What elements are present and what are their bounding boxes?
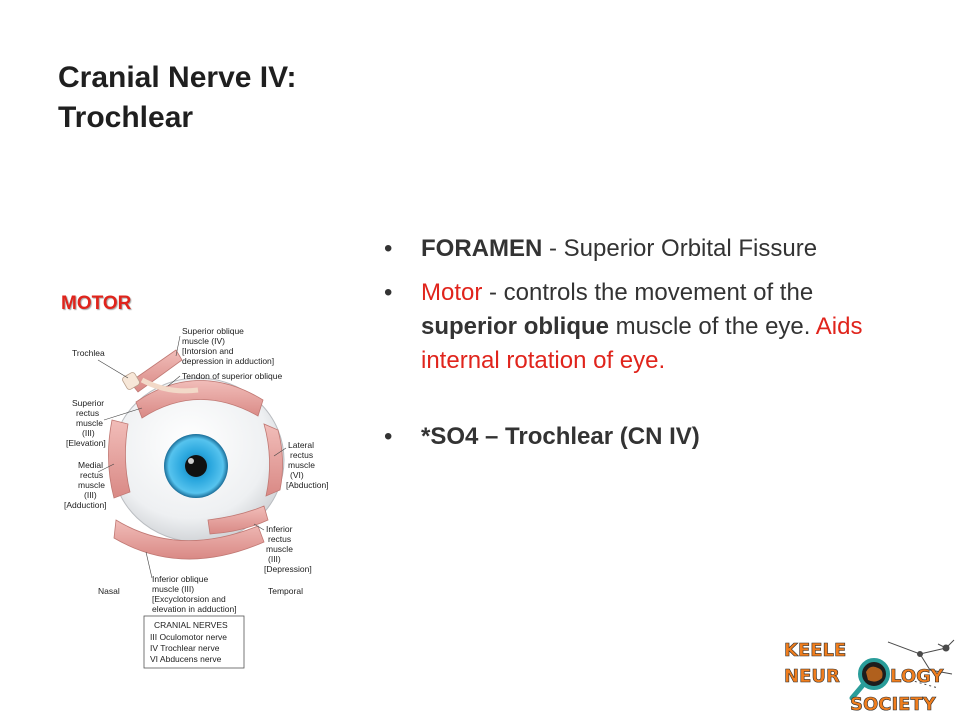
label-inferior-rectus: Inferior <box>266 524 293 534</box>
medial-rectus-muscle <box>108 419 131 499</box>
bullet-dot: • <box>384 279 393 306</box>
foramen-text: - Superior Orbital Fissure <box>542 235 818 262</box>
svg-text:muscle: muscle <box>76 418 103 428</box>
label-trochlea: Trochlea <box>72 348 105 358</box>
internal-rotation-note: Aids internal rotation of eye. <box>421 313 863 374</box>
slide-title: Cranial Nerve IV: Trochlear <box>58 58 378 138</box>
superior-oblique-tendon <box>140 377 199 394</box>
pupil <box>185 455 207 477</box>
bullet-dot: • <box>384 423 393 450</box>
logo-keele: KEELE <box>784 640 846 661</box>
svg-text:[Elevation]: [Elevation] <box>66 438 106 448</box>
svg-text:[Adduction]: [Adduction] <box>64 500 107 510</box>
bullet-motor: • Motor - controls the movement of the s… <box>384 276 904 378</box>
svg-text:(VI): (VI) <box>290 470 304 480</box>
lateral-rectus-muscle <box>263 423 283 497</box>
bullet-foramen: • FORAMEN - Superior Orbital Fissure <box>384 232 904 266</box>
slide-title-line1: Cranial Nerve IV: <box>58 61 297 94</box>
inferior-rectus-muscle <box>207 505 269 535</box>
svg-text:muscle: muscle <box>288 460 315 470</box>
label-superior-oblique: Superior oblique <box>182 326 244 336</box>
svg-text:[Abduction]: [Abduction] <box>286 480 329 490</box>
foramen-label: FORAMEN <box>421 235 543 262</box>
label-superior-rectus: Superior <box>72 398 104 408</box>
svg-text:rectus: rectus <box>290 450 313 460</box>
logo-logy: LOGY <box>890 666 945 687</box>
svg-text:depression in adduction]: depression in adduction] <box>182 356 274 366</box>
label-nasal: Nasal <box>98 586 120 596</box>
svg-text:rectus: rectus <box>76 408 99 418</box>
bullet-so4: • *SO4 – Trochlear (CN IV) <box>384 420 904 454</box>
motor-label: MOTOR <box>61 293 132 314</box>
label-tendon: Tendon of superior oblique <box>182 371 282 381</box>
logo-neur: NEUR <box>784 666 840 687</box>
legend-title: CRANIAL NERVES <box>154 620 228 630</box>
svg-text:muscle: muscle <box>78 480 105 490</box>
svg-text:(III): (III) <box>268 554 281 564</box>
logo-society: SOCIETY <box>850 694 937 715</box>
label-inferior-oblique: Inferior oblique <box>152 574 209 584</box>
svg-text:rectus: rectus <box>80 470 103 480</box>
svg-text:(III): (III) <box>82 428 95 438</box>
svg-text:muscle (IV): muscle (IV) <box>182 336 225 346</box>
pupil-highlight <box>188 458 194 464</box>
label-temporal: Temporal <box>268 586 303 596</box>
superior-oblique-term: superior oblique <box>421 313 610 340</box>
bullet-dot: • <box>384 235 393 262</box>
inferior-oblique-muscle <box>113 519 265 560</box>
svg-text:elevation in adduction]: elevation in adduction] <box>152 604 237 614</box>
svg-text:[Intorsion and: [Intorsion and <box>182 346 234 356</box>
legend-iv: IV Trochlear nerve <box>150 643 220 653</box>
diagram-labels: Superior oblique muscle (IV) [Intorsion … <box>64 326 329 614</box>
legend-iii: III Oculomotor nerve <box>150 632 227 642</box>
so4-mnemonic: *SO4 – Trochlear (CN IV) <box>421 423 700 450</box>
magnifier-brain-icon <box>849 658 890 701</box>
label-lateral-rectus: Lateral <box>288 440 314 450</box>
extraocular-muscles-diagram: Superior oblique muscle (IV) [Intorsion … <box>64 326 329 669</box>
motor-text-a: - controls the movement of the <box>489 279 814 306</box>
trochlea-pulley <box>122 372 140 390</box>
bullet-list: • FORAMEN - Superior Orbital Fissure • M… <box>384 232 904 454</box>
svg-text:(III): (III) <box>84 490 97 500</box>
label-medial-rectus: Medial <box>78 460 103 470</box>
legend-vi: VI Abducens nerve <box>150 654 222 664</box>
keele-neurology-society-logo: KEELE NEUR LOGY SOCIETY <box>784 639 955 715</box>
svg-text:[Excyclotorsion and: [Excyclotorsion and <box>152 594 226 604</box>
cranial-nerves-legend: CRANIAL NERVES III Oculomotor nerve IV T… <box>143 615 245 669</box>
slide-title-line2: Trochlear <box>58 101 194 134</box>
motor-text-b: muscle of the eye. <box>609 313 816 340</box>
svg-text:muscle: muscle <box>266 544 293 554</box>
svg-text:rectus: rectus <box>268 534 291 544</box>
svg-text:[Depression]: [Depression] <box>264 564 312 574</box>
motor-word: Motor <box>421 279 490 306</box>
svg-text:muscle (III): muscle (III) <box>152 584 194 594</box>
